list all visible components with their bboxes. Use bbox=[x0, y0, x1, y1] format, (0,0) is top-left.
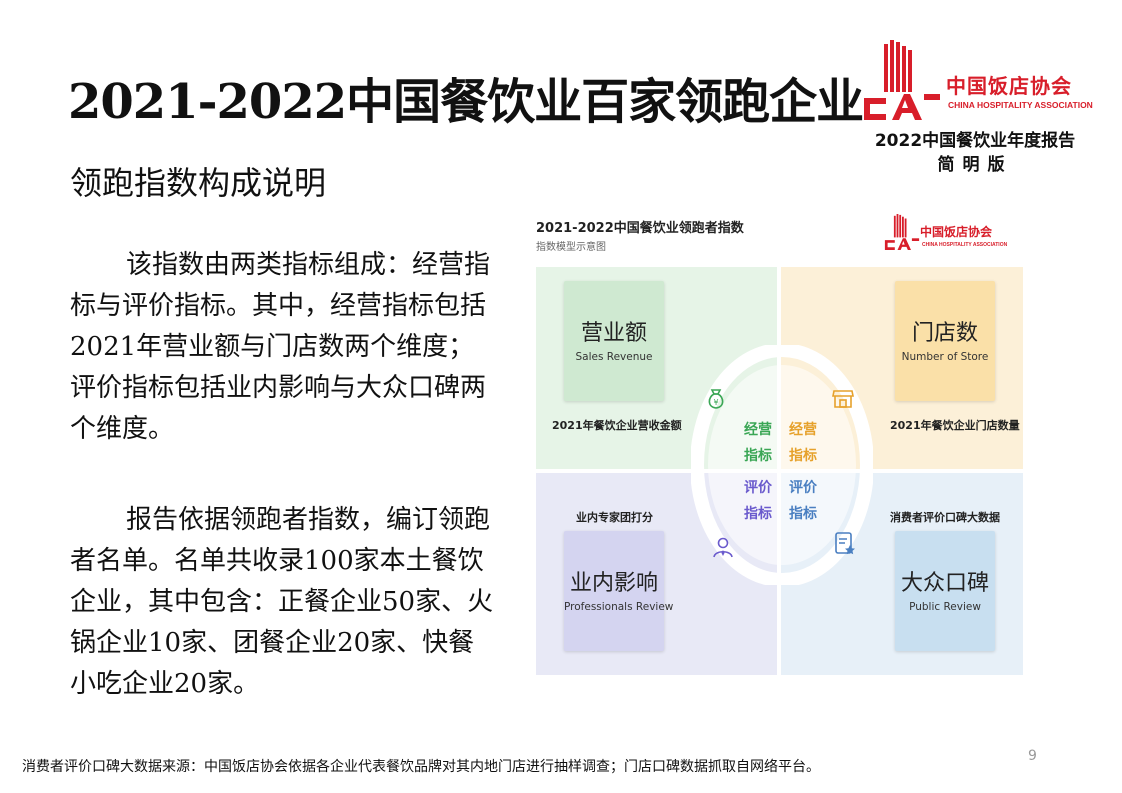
card-store-count: 门店数 Number of Store bbox=[895, 281, 995, 401]
expert-icon bbox=[713, 537, 733, 558]
card-store-count-cn: 门店数 bbox=[911, 321, 978, 346]
card-sales-revenue: 营业额 Sales Revenue bbox=[564, 281, 664, 401]
association-name-cn: 中国饭店协会 bbox=[946, 74, 1072, 98]
association-logo-mark-icon bbox=[864, 40, 940, 120]
diagram-logo: 中国饭店协会 CHINA HOSPITALITY ASSOCIATION bbox=[884, 205, 1024, 257]
description-paragraph-2: 报告依据领跑者指数，编订领跑者名单。名单共收录100家本土餐饮企业，其中包含：正… bbox=[70, 505, 494, 699]
center-label-evaluation-right-1: 评价 bbox=[789, 480, 817, 496]
page-number: 9 bbox=[1028, 748, 1037, 764]
center-label-operating-right-2: 指标 bbox=[789, 448, 817, 464]
card-sales-revenue-cn: 营业额 bbox=[580, 321, 647, 346]
index-model-diagram: 2021-2022中国餐饮业领跑者指数 指数模型示意图 中国饭店协会 CHINA… bbox=[528, 205, 1033, 680]
card-professional-review-en: Professionals Review bbox=[564, 601, 674, 613]
money-bag-icon: ¥ bbox=[708, 389, 724, 409]
card-professional-review: 业内影响 Professionals Review bbox=[564, 531, 674, 651]
label-sales-revenue: 2021年餐饮企业营收金额 bbox=[552, 419, 682, 432]
report-name: 2022中国餐饮业年度报告 bbox=[874, 131, 1076, 151]
svg-text:¥: ¥ bbox=[713, 398, 718, 407]
center-label-operating-right-1: 经营 bbox=[789, 422, 817, 438]
review-icon bbox=[835, 532, 855, 555]
card-store-count-en: Number of Store bbox=[901, 351, 989, 363]
report-edition: 简明版 bbox=[937, 155, 1013, 175]
center-label-evaluation-left-1: 评价 bbox=[744, 480, 772, 496]
label-store-count: 2021年餐饮企业门店数量 bbox=[890, 419, 1020, 432]
card-professional-review-cn: 业内影响 bbox=[569, 571, 658, 596]
card-public-review-cn: 大众口碑 bbox=[900, 571, 989, 596]
center-label-operating-left-1: 经营 bbox=[744, 422, 772, 438]
page-title: 2021-2022中国餐饮业百家领跑企业 bbox=[68, 74, 864, 130]
diagram-logo-name-en: CHINA HOSPITALITY ASSOCIATION bbox=[922, 242, 1008, 248]
center-ring bbox=[691, 345, 873, 585]
card-public-review: 大众口碑 Public Review bbox=[895, 531, 995, 651]
diagram-logo-name-cn: 中国饭店协会 bbox=[920, 225, 993, 239]
description-paragraph-1: 该指数由两类指标组成：经营指标与评价指标。其中，经营指标包括2021年营业额与门… bbox=[70, 250, 491, 444]
store-icon bbox=[832, 390, 854, 408]
center-label-operating-left-2: 指标 bbox=[744, 448, 772, 464]
card-sales-revenue-en: Sales Revenue bbox=[575, 351, 653, 363]
diagram-title: 2021-2022中国餐饮业领跑者指数 bbox=[536, 221, 744, 236]
card-public-review-en: Public Review bbox=[909, 601, 981, 613]
diagram-logo-mark-icon bbox=[884, 214, 920, 250]
association-logo: 中国饭店协会 CHINA HOSPITALITY ASSOCIATION 202… bbox=[862, 40, 1093, 180]
label-professional-review: 业内专家团打分 bbox=[576, 511, 653, 524]
diagram-subtitle: 指数模型示意图 bbox=[536, 242, 606, 253]
footnote: 消费者评价口碑大数据来源：中国饭店协会依据各企业代表餐饮品牌对其内地门店进行抽样… bbox=[22, 759, 820, 775]
page-subtitle: 领跑指数构成说明 bbox=[70, 164, 327, 202]
label-public-review: 消费者评价口碑大数据 bbox=[890, 511, 1000, 524]
center-label-evaluation-right-2: 指标 bbox=[789, 506, 817, 522]
center-label-evaluation-left-2: 指标 bbox=[744, 506, 772, 522]
association-name-en: CHINA HOSPITALITY ASSOCIATION bbox=[948, 100, 1093, 110]
